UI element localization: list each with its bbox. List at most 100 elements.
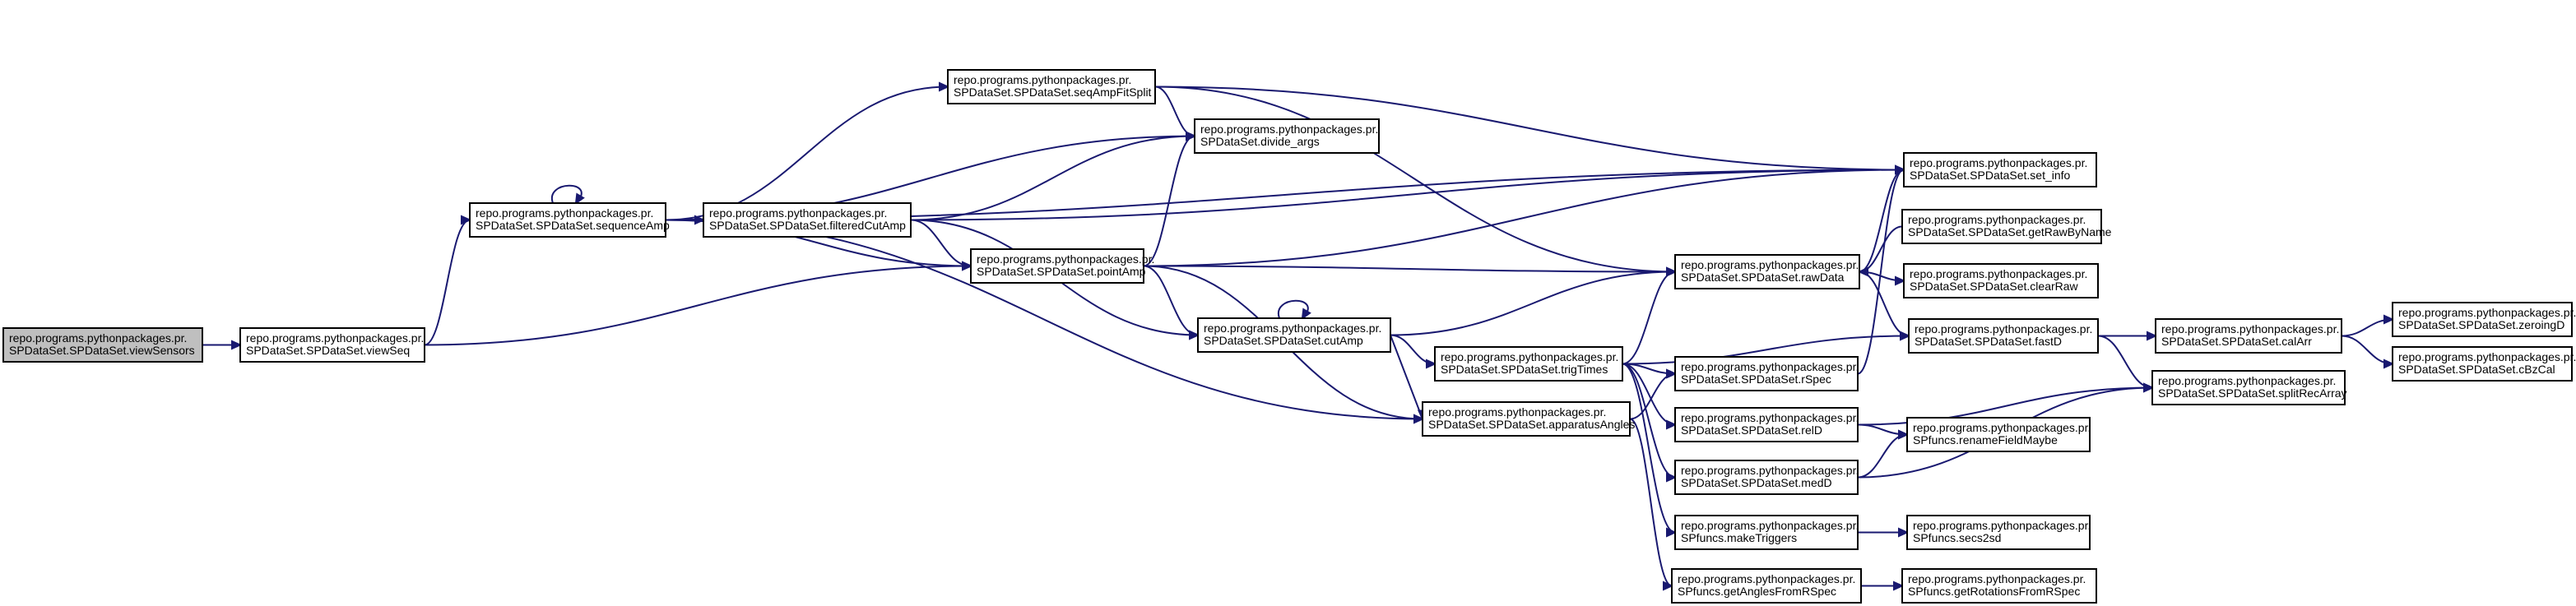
node-rSpec[interactable]: repo.programs.pythonpackages.pr.SPDataSe… (1674, 356, 1859, 391)
node-label-line2: SPDataSet.SPDataSet.set_info (1910, 169, 2071, 182)
edge-line (1622, 363, 1676, 534)
node-zeroingD[interactable]: repo.programs.pythonpackages.pr.SPDataSe… (2392, 302, 2576, 337)
edge-trigTimes-medD (1622, 363, 1678, 483)
node-label-line1: repo.programs.pythonpackages.pr. (246, 331, 424, 345)
node-box (1901, 568, 2097, 604)
node-viewSeq[interactable]: repo.programs.pythonpackages.pr.SPDataSe… (239, 327, 425, 363)
node-label-line2: SPDataSet.SPDataSet.medD (1681, 476, 1832, 489)
node-sequenceAmp[interactable]: repo.programs.pythonpackages.pr.SPDataSe… (469, 202, 670, 238)
node-box (1434, 346, 1623, 382)
node-box (947, 69, 1156, 104)
node-label-line2: SPDataSet.SPDataSet.calArr (2161, 335, 2312, 348)
edge-arrowhead (1857, 266, 1868, 277)
node-clearRaw[interactable]: repo.programs.pythonpackages.pr.SPDataSe… (1903, 263, 2099, 298)
edge-line (550, 184, 583, 204)
node-seqAmpFitSplit[interactable]: repo.programs.pythonpackages.pr.SPDataSe… (947, 69, 1156, 104)
edge-pointAmp-divide_args (1143, 131, 1197, 267)
edge-line (910, 135, 1195, 221)
node-filteredCutAmp[interactable]: repo.programs.pythonpackages.pr.SPDataSe… (703, 202, 912, 238)
edge-arrowhead (1895, 164, 1906, 175)
edge-fastD-calArr (2098, 331, 2158, 341)
node-relD[interactable]: repo.programs.pythonpackages.pr.SPDataSe… (1674, 407, 1859, 442)
node-divide_args[interactable]: repo.programs.pythonpackages.pr.SPDataSe… (1194, 118, 1380, 154)
edge-line (1622, 271, 1676, 365)
edge-rSpec-set_info (1857, 164, 1906, 375)
node-getRotationsFromRSpec[interactable]: repo.programs.pythonpackages.pr.SPfuncs.… (1901, 568, 2097, 604)
edge-cutAmp-cutAmp (1277, 299, 1311, 321)
node-box (1194, 118, 1380, 154)
edge-getRawByName-rawData (1857, 225, 1903, 277)
edge-viewSensors-viewSeq (202, 340, 243, 350)
edge-seqAmpFitSplit-divide_args (1154, 86, 1197, 141)
edge-viewSeq-sequenceAmp (424, 215, 472, 346)
node-set_info[interactable]: repo.programs.pythonpackages.pr.SPDataSe… (1903, 152, 2097, 187)
node-label-line1: repo.programs.pythonpackages.pr. (1681, 411, 1859, 424)
node-label-line2: SPDataSet.SPDataSet.relD (1681, 423, 1822, 437)
node-secs2sd[interactable]: repo.programs.pythonpackages.pr.SPfuncs.… (1906, 515, 2091, 550)
edge-arrowhead (1301, 308, 1311, 321)
edge-arrowhead (1666, 472, 1678, 483)
edge-line (1857, 169, 1905, 375)
node-label-line1: repo.programs.pythonpackages.pr. (2158, 374, 2336, 387)
node-label-line2: SPDataSet.SPDataSet.sequenceAmp (476, 219, 670, 232)
node-label-line1: repo.programs.pythonpackages.pr. (1678, 572, 1855, 585)
node-label-line1: repo.programs.pythonpackages.pr. (977, 252, 1154, 266)
node-getAnglesFromRSpec[interactable]: repo.programs.pythonpackages.pr.SPfuncs.… (1671, 568, 1862, 604)
edge-arrowhead (939, 81, 950, 92)
edge-calArr-zeroingD (2341, 314, 2395, 337)
node-splitRecArray[interactable]: repo.programs.pythonpackages.pr.SPDataSe… (2151, 370, 2347, 405)
node-label-line1: repo.programs.pythonpackages.pr. (1681, 258, 1859, 271)
edge-line (2097, 335, 2153, 389)
node-box (1908, 318, 2099, 354)
node-label-line1: repo.programs.pythonpackages.pr. (1204, 322, 1381, 335)
edge-viewSeq-pointAmp (424, 261, 973, 346)
node-box (1674, 407, 1859, 442)
node-medD[interactable]: repo.programs.pythonpackages.pr.SPDataSe… (1674, 460, 1859, 495)
node-calArr[interactable]: repo.programs.pythonpackages.pr.SPDataSe… (2155, 318, 2342, 354)
edge-line (424, 265, 972, 346)
node-box (2, 327, 203, 363)
node-pointAmp[interactable]: repo.programs.pythonpackages.pr.SPDataSe… (970, 248, 1154, 284)
edge-arrowhead (2143, 382, 2155, 393)
edge-line (1154, 86, 1195, 137)
node-box (239, 327, 425, 363)
node-label-line2: SPDataSet.SPDataSet.cutAmp (1204, 334, 1363, 347)
node-label-line2: SPDataSet.SPDataSet.splitRecArray (2158, 386, 2347, 400)
node-label-line2: SPDataSet.SPDataSet.pointAmp (977, 265, 1146, 278)
edge-arrowhead (1666, 266, 1678, 277)
edge-line (1629, 418, 1673, 587)
node-label-line1: repo.programs.pythonpackages.pr. (954, 73, 1131, 86)
node-apparatusAngles[interactable]: repo.programs.pythonpackages.pr.SPDataSe… (1422, 401, 1635, 437)
node-renameFieldMaybe[interactable]: repo.programs.pythonpackages.pr.SPfuncs.… (1906, 417, 2091, 452)
node-cBzCal[interactable]: repo.programs.pythonpackages.pr.SPDataSe… (2392, 346, 2576, 382)
node-label-line1: repo.programs.pythonpackages.pr. (1681, 360, 1859, 373)
node-getRawByName[interactable]: repo.programs.pythonpackages.pr.SPDataSe… (1901, 209, 2112, 244)
edge-line (1390, 271, 1676, 336)
edge-line (1622, 335, 1910, 365)
edge-line (1143, 135, 1195, 267)
edge-arrowhead (1898, 527, 1910, 538)
node-cutAmp[interactable]: repo.programs.pythonpackages.pr.SPDataSe… (1197, 317, 1391, 353)
edge-trigTimes-rSpec (1622, 363, 1678, 379)
edge-arrowhead (1426, 359, 1437, 369)
edge-arrowhead (2383, 314, 2395, 325)
node-label-line1: repo.programs.pythonpackages.pr. (1910, 156, 2087, 169)
edge-cutAmp-apparatusAngles (1390, 335, 1428, 421)
edge-arrowhead (1666, 527, 1678, 538)
edge-arrowhead (1893, 581, 1905, 591)
node-rawData[interactable]: repo.programs.pythonpackages.pr.SPDataSe… (1674, 254, 1860, 289)
node-viewSensors[interactable]: repo.programs.pythonpackages.pr.SPDataSe… (2, 327, 203, 363)
node-label-line2: SPDataSet.SPDataSet.getRawByName (1908, 225, 2112, 238)
edge-pointAmp-cutAmp (1143, 265, 1200, 340)
node-label-line2: SPfuncs.getRotationsFromRSpec (1908, 585, 2080, 598)
node-makeTriggers[interactable]: repo.programs.pythonpackages.pr.SPfuncs.… (1674, 515, 1859, 550)
edge-line (1154, 86, 1905, 171)
node-fastD[interactable]: repo.programs.pythonpackages.pr.SPDataSe… (1908, 318, 2099, 354)
node-box (1674, 254, 1860, 289)
edge-line (1154, 86, 1676, 273)
edge-line (1390, 335, 1423, 419)
edge-arrowhead (962, 261, 973, 271)
edge-line (910, 169, 1905, 221)
node-label-line2: SPDataSet.SPDataSet.clearRaw (1910, 280, 2079, 293)
node-trigTimes[interactable]: repo.programs.pythonpackages.pr.SPDataSe… (1434, 346, 1623, 382)
